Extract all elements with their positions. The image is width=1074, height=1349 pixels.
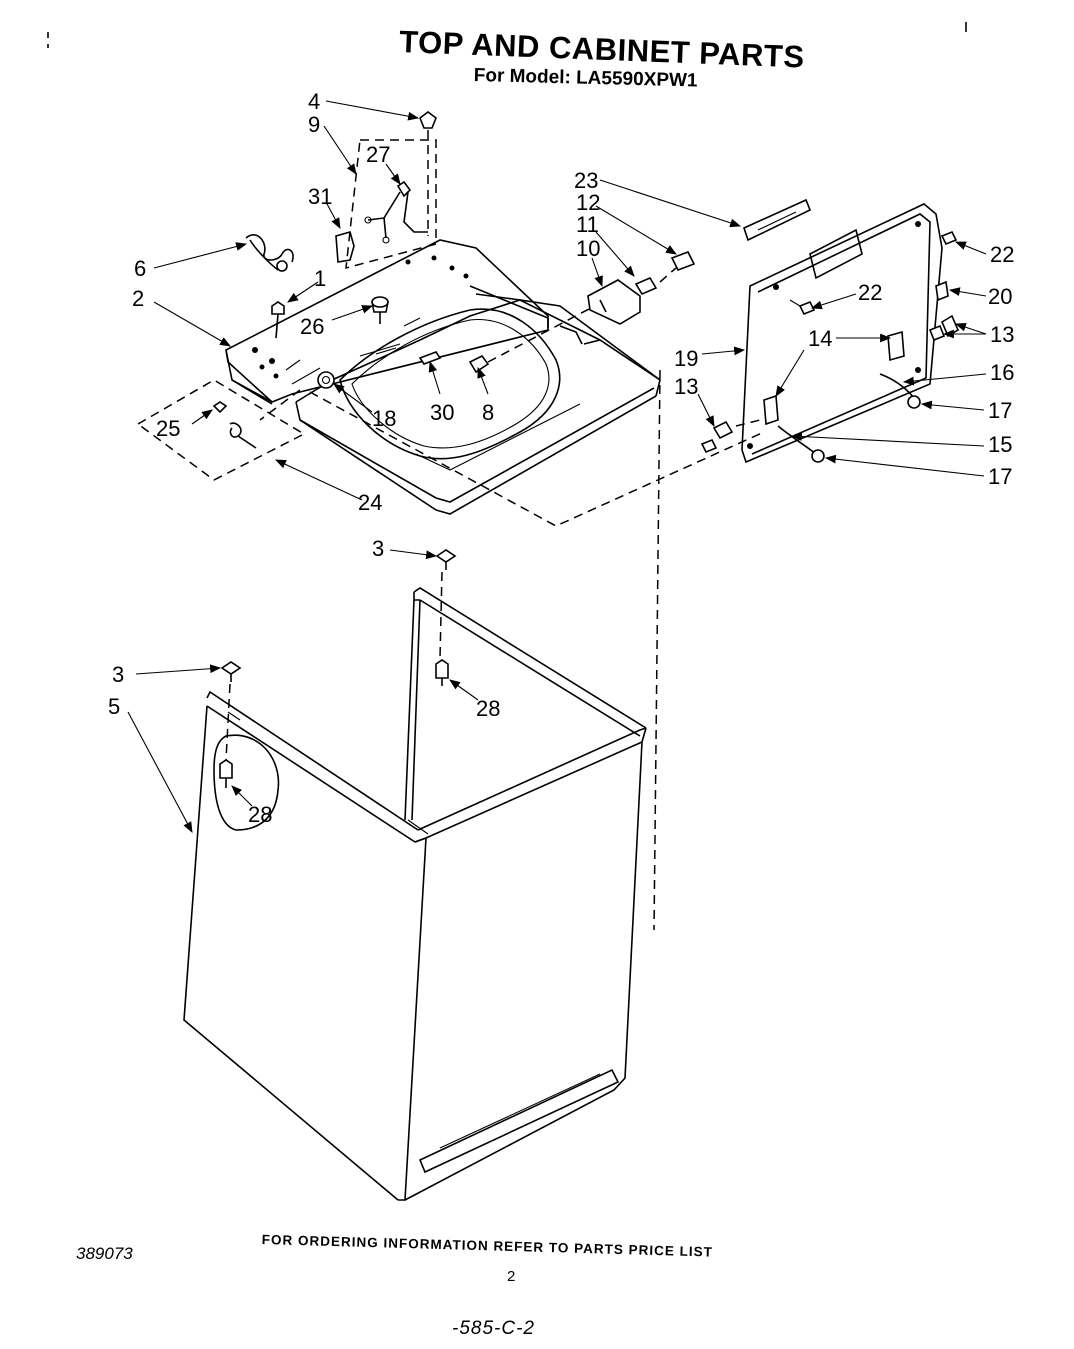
callout-16: 16 <box>990 360 1014 385</box>
callout-2: 2 <box>132 286 144 311</box>
callout-28-back: 28 <box>476 696 500 721</box>
callout-13-left: 13 <box>674 374 698 399</box>
control-console-panel <box>587 198 960 464</box>
callout-25: 25 <box>156 416 180 441</box>
washer-top <box>295 285 661 515</box>
clip-part-3 <box>220 549 457 761</box>
dashed-leaders <box>309 369 765 931</box>
handwritten-note: -585-C-2 <box>452 1318 535 1339</box>
callout-5: 5 <box>108 694 120 719</box>
callout-20: 20 <box>988 284 1012 309</box>
callout-24: 24 <box>358 490 382 515</box>
callout-14: 14 <box>808 326 832 351</box>
callout-17-lower: 17 <box>988 464 1012 489</box>
document-number: 389073 <box>76 1244 133 1263</box>
callout-9: 9 <box>308 112 320 137</box>
callout-11: 11 <box>576 212 599 237</box>
callout-3-upper: 3 <box>372 536 384 561</box>
callout-arrows <box>127 100 987 833</box>
callout-8: 8 <box>482 400 494 425</box>
callout-15: 15 <box>988 432 1012 457</box>
callout-12: 12 <box>576 190 600 215</box>
callout-4: 4 <box>308 89 320 114</box>
callout-18: 18 <box>372 406 396 431</box>
console-end-panel <box>225 239 549 405</box>
cabinet <box>183 587 647 1201</box>
callout-3-lower: 3 <box>112 662 124 687</box>
top-small-parts <box>245 231 611 374</box>
callout-30: 30 <box>430 400 454 425</box>
callout-6: 6 <box>134 256 146 281</box>
callout-10: 10 <box>576 236 600 261</box>
callout-28-side: 28 <box>248 802 272 827</box>
callout-22-upper: 22 <box>990 242 1014 267</box>
callout-23: 23 <box>574 168 598 193</box>
callout-22-lower: 22 <box>858 280 882 305</box>
callout-13-right: 13 <box>990 322 1014 347</box>
registration-marks <box>47 22 967 48</box>
callout-31: 31 <box>308 184 332 209</box>
callout-19: 19 <box>674 346 698 371</box>
page-number: 2 <box>507 1268 516 1285</box>
callout-1: 1 <box>314 266 326 291</box>
callout-27: 27 <box>366 142 390 167</box>
callout-17-upper: 17 <box>988 398 1012 423</box>
dashed-group-boxes <box>136 111 437 481</box>
callout-labels: 4 9 27 31 6 1 2 26 18 30 8 25 24 23 12 1… <box>108 89 1014 827</box>
callout-26: 26 <box>300 314 324 339</box>
